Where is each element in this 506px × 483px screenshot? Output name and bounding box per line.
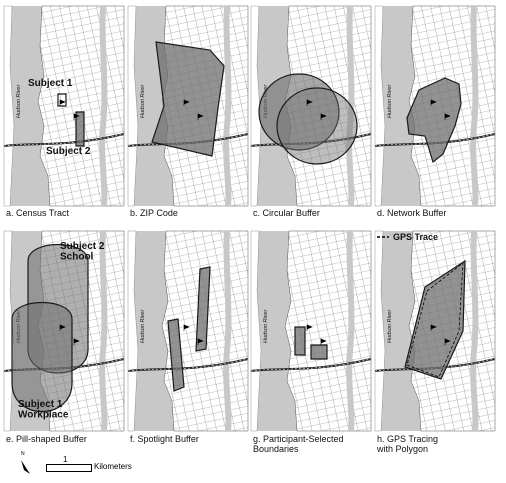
spotlight-buffer-1 bbox=[167, 318, 185, 392]
subject-flag-icon bbox=[59, 99, 66, 106]
caption-spotlight-buffer: f. Spotlight Buffer bbox=[130, 434, 199, 444]
scale-value: 1 bbox=[63, 455, 68, 464]
subject-flag-icon bbox=[183, 99, 190, 106]
west-bank bbox=[127, 5, 139, 207]
subject-flag-icon bbox=[306, 99, 313, 106]
highway-centerline bbox=[3, 133, 125, 147]
map-panel-2: Hudson River bbox=[127, 5, 249, 207]
scale-box bbox=[46, 464, 92, 472]
subject-flag-icon bbox=[430, 99, 437, 106]
participant-boundary-1 bbox=[294, 326, 306, 356]
inland-river bbox=[99, 231, 108, 431]
west-bank bbox=[250, 230, 262, 432]
river-label: Hudson River bbox=[263, 309, 269, 343]
highway-centerline bbox=[374, 133, 496, 147]
label-subject-2: Subject 2 bbox=[46, 146, 91, 157]
spotlight-buffer-2 bbox=[195, 266, 211, 352]
caption-zip-code: b. ZIP Code bbox=[130, 208, 178, 218]
caption-census-tract: a. Census Tract bbox=[6, 208, 70, 218]
caption-pill-buffer: e. Pill-shaped Buffer bbox=[6, 434, 87, 444]
subject-flag-icon bbox=[73, 113, 80, 120]
circular-buffer-2 bbox=[276, 87, 358, 165]
river-label: Hudson River bbox=[387, 309, 393, 343]
caption-network-buffer: d. Network Buffer bbox=[377, 208, 447, 218]
map-panel-3: Hudson River bbox=[250, 5, 372, 207]
census-tract-1 bbox=[75, 111, 85, 147]
river-label: Hudson River bbox=[140, 309, 146, 343]
inland-river bbox=[346, 231, 355, 431]
subject-flag-icon bbox=[320, 113, 327, 120]
gps-trace-line bbox=[406, 262, 464, 378]
river-label: Hudson River bbox=[16, 84, 22, 118]
subject-flag-icon bbox=[430, 324, 437, 331]
inland-river bbox=[223, 231, 232, 431]
label-subject-1: Subject 1 bbox=[28, 78, 73, 89]
circular-buffer-1 bbox=[258, 73, 340, 151]
subject-flag-icon bbox=[306, 324, 313, 331]
gps-polygon bbox=[404, 259, 466, 380]
north-arrow-icon bbox=[21, 460, 30, 474]
inland-river bbox=[346, 6, 355, 206]
gps-legend-label: GPS Trace bbox=[393, 232, 438, 242]
subject-flag-icon bbox=[73, 338, 80, 345]
map-panel-6: Hudson River bbox=[127, 230, 249, 432]
map-panel-8: Hudson River GPS Trace bbox=[374, 230, 496, 432]
inland-river bbox=[223, 6, 232, 206]
subject-flag-icon bbox=[444, 113, 451, 120]
land-street-grid bbox=[37, 5, 125, 207]
subject-flag-icon bbox=[197, 113, 204, 120]
subject-flag-icon bbox=[197, 338, 204, 345]
pill-buffer-workplace bbox=[11, 302, 73, 413]
subject-flag-icon bbox=[320, 338, 327, 345]
map-panel-4: Hudson River bbox=[374, 5, 496, 207]
subject-flag-icon bbox=[59, 324, 66, 331]
caption-gps-tracing: h. GPS Tracing with Polygon bbox=[377, 434, 439, 454]
zip-code-area bbox=[151, 41, 225, 157]
river-label: Hudson River bbox=[140, 84, 146, 118]
west-bank bbox=[3, 5, 15, 207]
census-tract-2 bbox=[57, 93, 67, 107]
west-bank bbox=[374, 230, 386, 432]
west-bank bbox=[127, 230, 139, 432]
caption-circular-buffer: c. Circular Buffer bbox=[253, 208, 320, 218]
caption-participant-boundaries: g. Participant-Selected Boundaries bbox=[253, 434, 344, 454]
subject-flag-icon bbox=[444, 338, 451, 345]
scale-bar: N 1 Kilometers bbox=[18, 451, 148, 479]
west-bank bbox=[374, 5, 386, 207]
north-label: N bbox=[21, 451, 25, 457]
subject-flag-icon bbox=[183, 324, 190, 331]
scale-unit: Kilometers bbox=[94, 462, 132, 471]
participant-boundary-2 bbox=[310, 344, 328, 360]
network-buffer bbox=[406, 77, 462, 164]
highway-centerline bbox=[250, 358, 372, 372]
west-bank bbox=[250, 5, 262, 207]
inland-river bbox=[470, 231, 479, 431]
river-label: Hudson River bbox=[387, 84, 393, 118]
map-panel-1: Hudson River Subject 1 Subject 2 bbox=[3, 5, 125, 207]
inland-river bbox=[470, 6, 479, 206]
inland-river bbox=[99, 6, 108, 206]
map-panel-7: Hudson River bbox=[250, 230, 372, 432]
